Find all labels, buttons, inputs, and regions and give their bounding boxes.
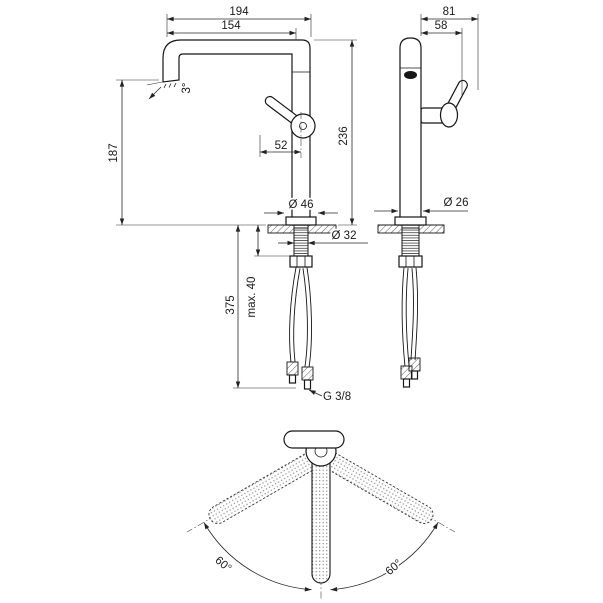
dim-base-diameter: Ø 46: [289, 199, 314, 211]
counter-hatch: [377, 224, 403, 234]
supply-hose: [290, 267, 300, 363]
supply-hose: [411, 267, 418, 361]
spout-center-position: [311, 449, 331, 584]
dim-hose-length: 375: [225, 295, 237, 314]
plan-dimensions: 60° 60°: [211, 553, 407, 580]
counter-hatch: [267, 224, 295, 234]
base-flange: [285, 216, 317, 226]
dim-max-counter-thickness: max. 40: [246, 277, 258, 318]
plan-view: [186, 430, 456, 601]
swivel-arc-right: [330, 522, 439, 592]
swivel-arc-left: [203, 522, 312, 592]
dim-body-diameter: Ø 26: [444, 197, 469, 209]
spout-outlet-dot: [404, 71, 417, 79]
side-dimensions: 81 58 Ø 26: [374, 6, 479, 214]
front-dimensions: 194 154 236 187 3° 52 Ø 46 Ø 32 375 m: [106, 6, 368, 403]
dim-total-reach: 194: [229, 6, 249, 18]
dim-height-total: 236: [338, 126, 350, 145]
mounting-nut: [289, 255, 313, 268]
side-view: [377, 37, 468, 388]
threaded-shank: [401, 227, 420, 257]
handle-pivot: [290, 113, 316, 139]
flow-direction-arrow: [148, 86, 162, 100]
dim-depth-handle: 58: [435, 20, 448, 32]
aerator-tick: [173, 82, 177, 88]
handle-cap: [439, 102, 459, 128]
hose-nipple: [288, 374, 297, 384]
supply-hose: [402, 267, 409, 367]
hose-connector: [286, 361, 299, 376]
dim-depth-total: 81: [443, 6, 456, 18]
supply-hose: [303, 267, 312, 368]
dim-spout-reach: 154: [221, 20, 241, 32]
dim-handle-width: 52: [275, 140, 288, 152]
hose-nipple: [303, 379, 312, 390]
faucet-body: [399, 37, 422, 226]
counter-hatch: [418, 224, 445, 234]
handle-top-view: [283, 430, 345, 449]
hose-connector: [301, 366, 314, 381]
hose-nipple: [402, 378, 411, 388]
aerator-tick: [163, 83, 167, 89]
dim-hole-diameter: Ø 32: [332, 230, 357, 242]
faucet-body-spout: [162, 39, 311, 226]
front-view: [162, 39, 337, 390]
handle-pivot-detail: [299, 122, 307, 130]
aerator-tick: [168, 83, 172, 88]
dim-swivel-right: 60°: [384, 558, 405, 578]
mounting-nut: [398, 255, 423, 268]
dim-swivel-left: 60°: [212, 555, 233, 575]
dim-connection-thread: G 3/8: [323, 391, 351, 403]
dim-height-outlet: 187: [108, 143, 120, 162]
hose-connector: [400, 365, 413, 380]
threaded-shank: [293, 227, 309, 257]
dim-spout-angle: 3°: [181, 83, 193, 94]
base-flange: [394, 216, 427, 226]
